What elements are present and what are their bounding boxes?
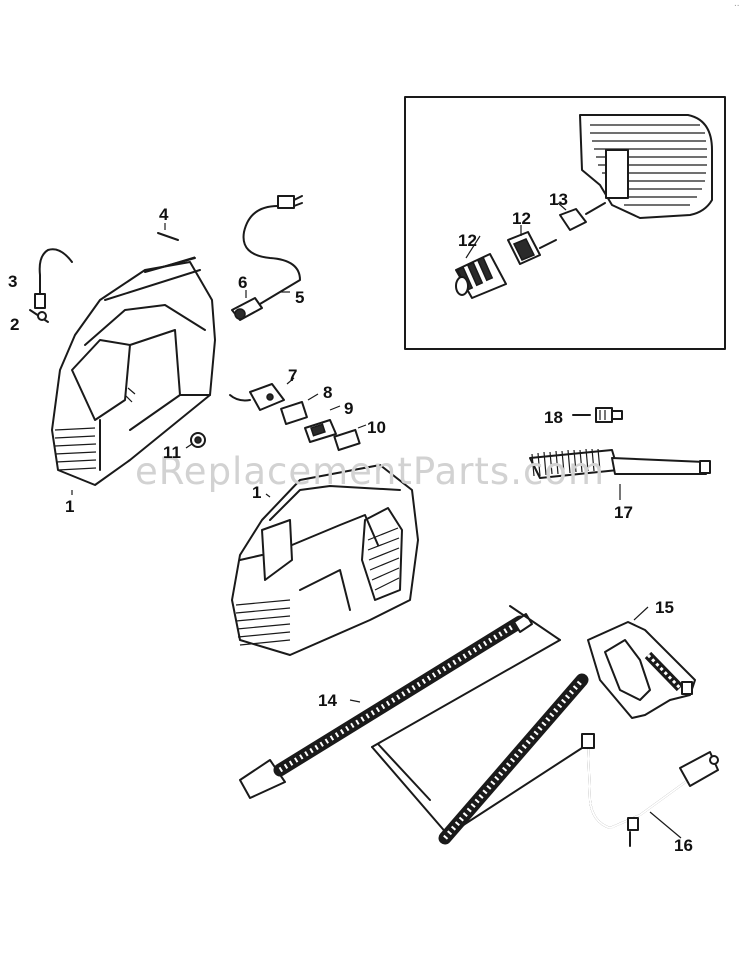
callout-1: 1 bbox=[65, 497, 74, 516]
callout-18: 18 bbox=[544, 408, 563, 427]
strain-relief-6 bbox=[231, 297, 263, 321]
callout-4: 4 bbox=[159, 205, 169, 224]
housing-right-half bbox=[231, 464, 419, 656]
brush-17 bbox=[529, 448, 711, 479]
nozzle-18 bbox=[572, 407, 623, 423]
corner-mark: .. bbox=[734, 0, 740, 9]
power-cord-5 bbox=[242, 195, 303, 311]
callout-6: 6 bbox=[238, 273, 247, 292]
spray-gun-15 bbox=[587, 621, 696, 719]
callout-13: 13 bbox=[549, 190, 568, 209]
callout-7: 7 bbox=[288, 366, 297, 385]
inset-detail bbox=[404, 96, 726, 350]
callout-3: 3 bbox=[8, 272, 17, 291]
callout-12b: 12 bbox=[458, 231, 477, 250]
callout-16: 16 bbox=[674, 836, 693, 855]
callout-9: 9 bbox=[344, 399, 353, 418]
callout-15: 15 bbox=[655, 598, 674, 617]
callout-1b: 1 bbox=[252, 483, 261, 502]
nut-11 bbox=[190, 432, 206, 448]
pump-housing bbox=[579, 114, 713, 219]
part-9 bbox=[304, 419, 337, 443]
callout-5: 5 bbox=[295, 288, 304, 307]
callout-12: 12 bbox=[512, 209, 531, 228]
leader-lines bbox=[71, 202, 682, 839]
callout-10: 10 bbox=[367, 418, 386, 437]
callout-14: 14 bbox=[318, 691, 337, 710]
plate-8 bbox=[280, 400, 308, 426]
housing-left-half bbox=[51, 257, 216, 486]
callout-2: 2 bbox=[10, 315, 19, 334]
switch-7 bbox=[229, 383, 285, 411]
screw-4 bbox=[144, 232, 196, 273]
watermark: eReplacementParts.com bbox=[135, 450, 605, 493]
fitting-13 bbox=[559, 208, 587, 231]
hook-parts-2-3 bbox=[29, 248, 73, 323]
plate-10 bbox=[333, 428, 361, 452]
pump-outlet bbox=[605, 149, 629, 199]
quick-connect-12-prime bbox=[455, 253, 507, 299]
wand-16 bbox=[581, 733, 719, 847]
callout-8: 8 bbox=[323, 383, 332, 402]
callout-11: 11 bbox=[163, 443, 181, 462]
callout-17: 17 bbox=[614, 503, 633, 522]
hose-14 bbox=[239, 605, 589, 845]
callout-labels: 1 1 2 3 4 5 6 7 8 9 10 11 12 12 13 14 15… bbox=[8, 190, 693, 855]
coupler-12 bbox=[507, 231, 557, 265]
inset-frame bbox=[404, 96, 726, 350]
